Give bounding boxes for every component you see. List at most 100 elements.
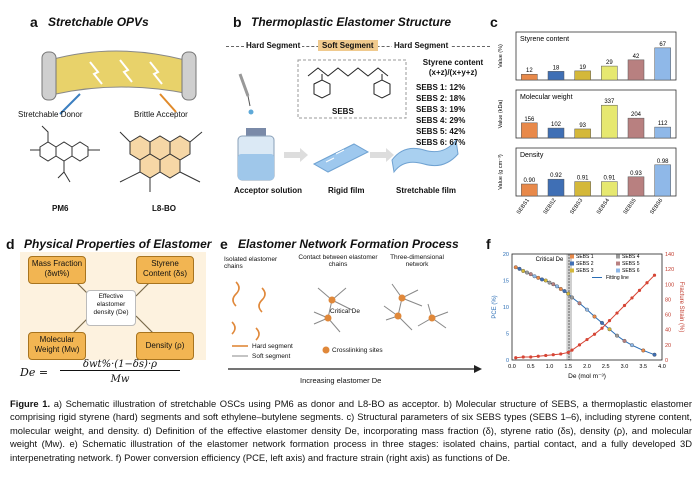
data-label: 42 xyxy=(633,54,640,60)
x-tick-label: 2.5 xyxy=(602,364,610,370)
y-axis-left-label: PCE (%) xyxy=(492,295,498,318)
equation-denominator: Mw xyxy=(110,374,130,385)
strain-point xyxy=(551,353,555,357)
x-tick-label: 0.5 xyxy=(527,364,535,370)
y-tick-left: 15 xyxy=(503,279,509,285)
legend-label: Fitting line xyxy=(606,275,629,281)
pce-point xyxy=(528,272,533,277)
bar xyxy=(654,47,671,81)
panel-d-label: d xyxy=(6,236,15,252)
pce-point xyxy=(532,274,537,279)
bar xyxy=(627,176,645,197)
x-tick-label: SEBS6 xyxy=(649,198,664,216)
legend-label: SEBS 1 xyxy=(576,254,594,260)
data-label: 12 xyxy=(526,68,533,74)
y-tick-right: 20 xyxy=(665,343,671,349)
x-tick-label: 0.0 xyxy=(508,364,516,370)
pce-point xyxy=(543,278,548,283)
y-axis-right-label: Fracture Strain (%) xyxy=(678,282,684,333)
mass-fraction-box: Mass Fraction (δwt%) xyxy=(28,256,86,284)
y-tick-right: 140 xyxy=(665,252,674,258)
panel-e-title: Elastomer Network Formation Process xyxy=(238,237,459,251)
legend-marker xyxy=(616,254,620,259)
pce-point xyxy=(615,333,619,338)
data-label: 0.93 xyxy=(630,171,642,177)
increase-arrow xyxy=(228,365,482,373)
x-tick-label: 4.0 xyxy=(658,364,666,370)
strain-point xyxy=(592,332,597,336)
strain-point xyxy=(570,348,574,352)
bar xyxy=(574,70,591,81)
pce-point xyxy=(562,289,567,294)
bar xyxy=(521,73,538,81)
critical-de-label-e: Critical De xyxy=(330,308,360,315)
strain-point xyxy=(645,281,649,285)
data-label: 0.90 xyxy=(523,178,535,184)
x-tick-label: SEBS3 xyxy=(569,198,584,216)
strain-point xyxy=(544,353,548,358)
pce-point xyxy=(540,277,544,282)
pce-point xyxy=(607,327,612,332)
strain-point xyxy=(652,273,657,277)
y-tick-left: 20 xyxy=(503,252,509,258)
panel-e-label: e xyxy=(220,236,228,252)
pce-point xyxy=(547,280,552,285)
data-label: 0.98 xyxy=(657,159,669,165)
legend-marker xyxy=(570,254,574,259)
y-tick-right: 120 xyxy=(665,267,674,273)
bar xyxy=(601,104,618,139)
y-axis-label: Value (g cm⁻³) xyxy=(498,154,504,190)
data-label: 93 xyxy=(579,123,586,129)
effective-density-box: Effective elastomer density (De) xyxy=(86,290,136,326)
strain-point xyxy=(630,296,634,300)
data-label: 67 xyxy=(659,42,666,48)
y-tick-left: 5 xyxy=(506,332,509,338)
data-label: 156 xyxy=(524,117,535,123)
chart-title: Styrene content xyxy=(520,36,569,43)
panel-f-label: f xyxy=(486,236,491,252)
chart-frame xyxy=(515,147,677,197)
legend-marker xyxy=(616,261,620,266)
strain-point xyxy=(521,355,525,359)
caption-text: a) Schematic illustration of stretchable… xyxy=(10,398,692,463)
strain-point xyxy=(622,303,627,308)
soft-segment: Soft Segment xyxy=(318,40,378,51)
x-axis-label: De (mol m⁻³) xyxy=(568,373,606,380)
legend-marker xyxy=(570,261,574,266)
bar xyxy=(627,59,645,81)
strain-point xyxy=(536,354,540,358)
strain-point xyxy=(615,311,619,315)
bar xyxy=(547,71,565,81)
y-tick-right: 80 xyxy=(665,297,671,303)
pce-point xyxy=(600,320,604,325)
bar xyxy=(601,181,618,197)
data-label: 29 xyxy=(606,60,613,66)
plot-frame xyxy=(511,253,663,361)
bar xyxy=(627,117,645,139)
y-tick-left: 10 xyxy=(503,305,509,311)
bar xyxy=(521,183,538,197)
strain-point xyxy=(559,352,563,356)
soft-segment-legend: Soft segment xyxy=(252,353,291,360)
styrene-content-title: Styrene content xyxy=(422,58,484,67)
bar xyxy=(601,65,618,81)
legend-label: SEBS 6 xyxy=(622,268,640,274)
y-axis-label: Value (%) xyxy=(498,44,504,68)
col-contact: Contact between elastomer chains xyxy=(298,254,378,268)
strain-point xyxy=(529,355,533,359)
strain-point xyxy=(600,326,604,330)
acceptor-solution-label: Acceptor solution xyxy=(234,186,303,195)
acceptor-label: Brittle Acceptor xyxy=(134,110,188,119)
chart-frame xyxy=(515,31,677,81)
sebs-item: SEBS 4: 29% xyxy=(416,116,466,125)
pce-point xyxy=(517,266,522,271)
bar xyxy=(521,122,538,139)
x-tick-label: 1.0 xyxy=(546,364,554,370)
sebs-item: SEBS 6: 67% xyxy=(416,138,466,147)
pce-fit-line xyxy=(515,266,655,356)
bar xyxy=(654,164,671,197)
panel-a-label: a xyxy=(30,14,38,30)
legend-label: SEBS 5 xyxy=(622,261,640,267)
pce-point xyxy=(641,348,646,353)
